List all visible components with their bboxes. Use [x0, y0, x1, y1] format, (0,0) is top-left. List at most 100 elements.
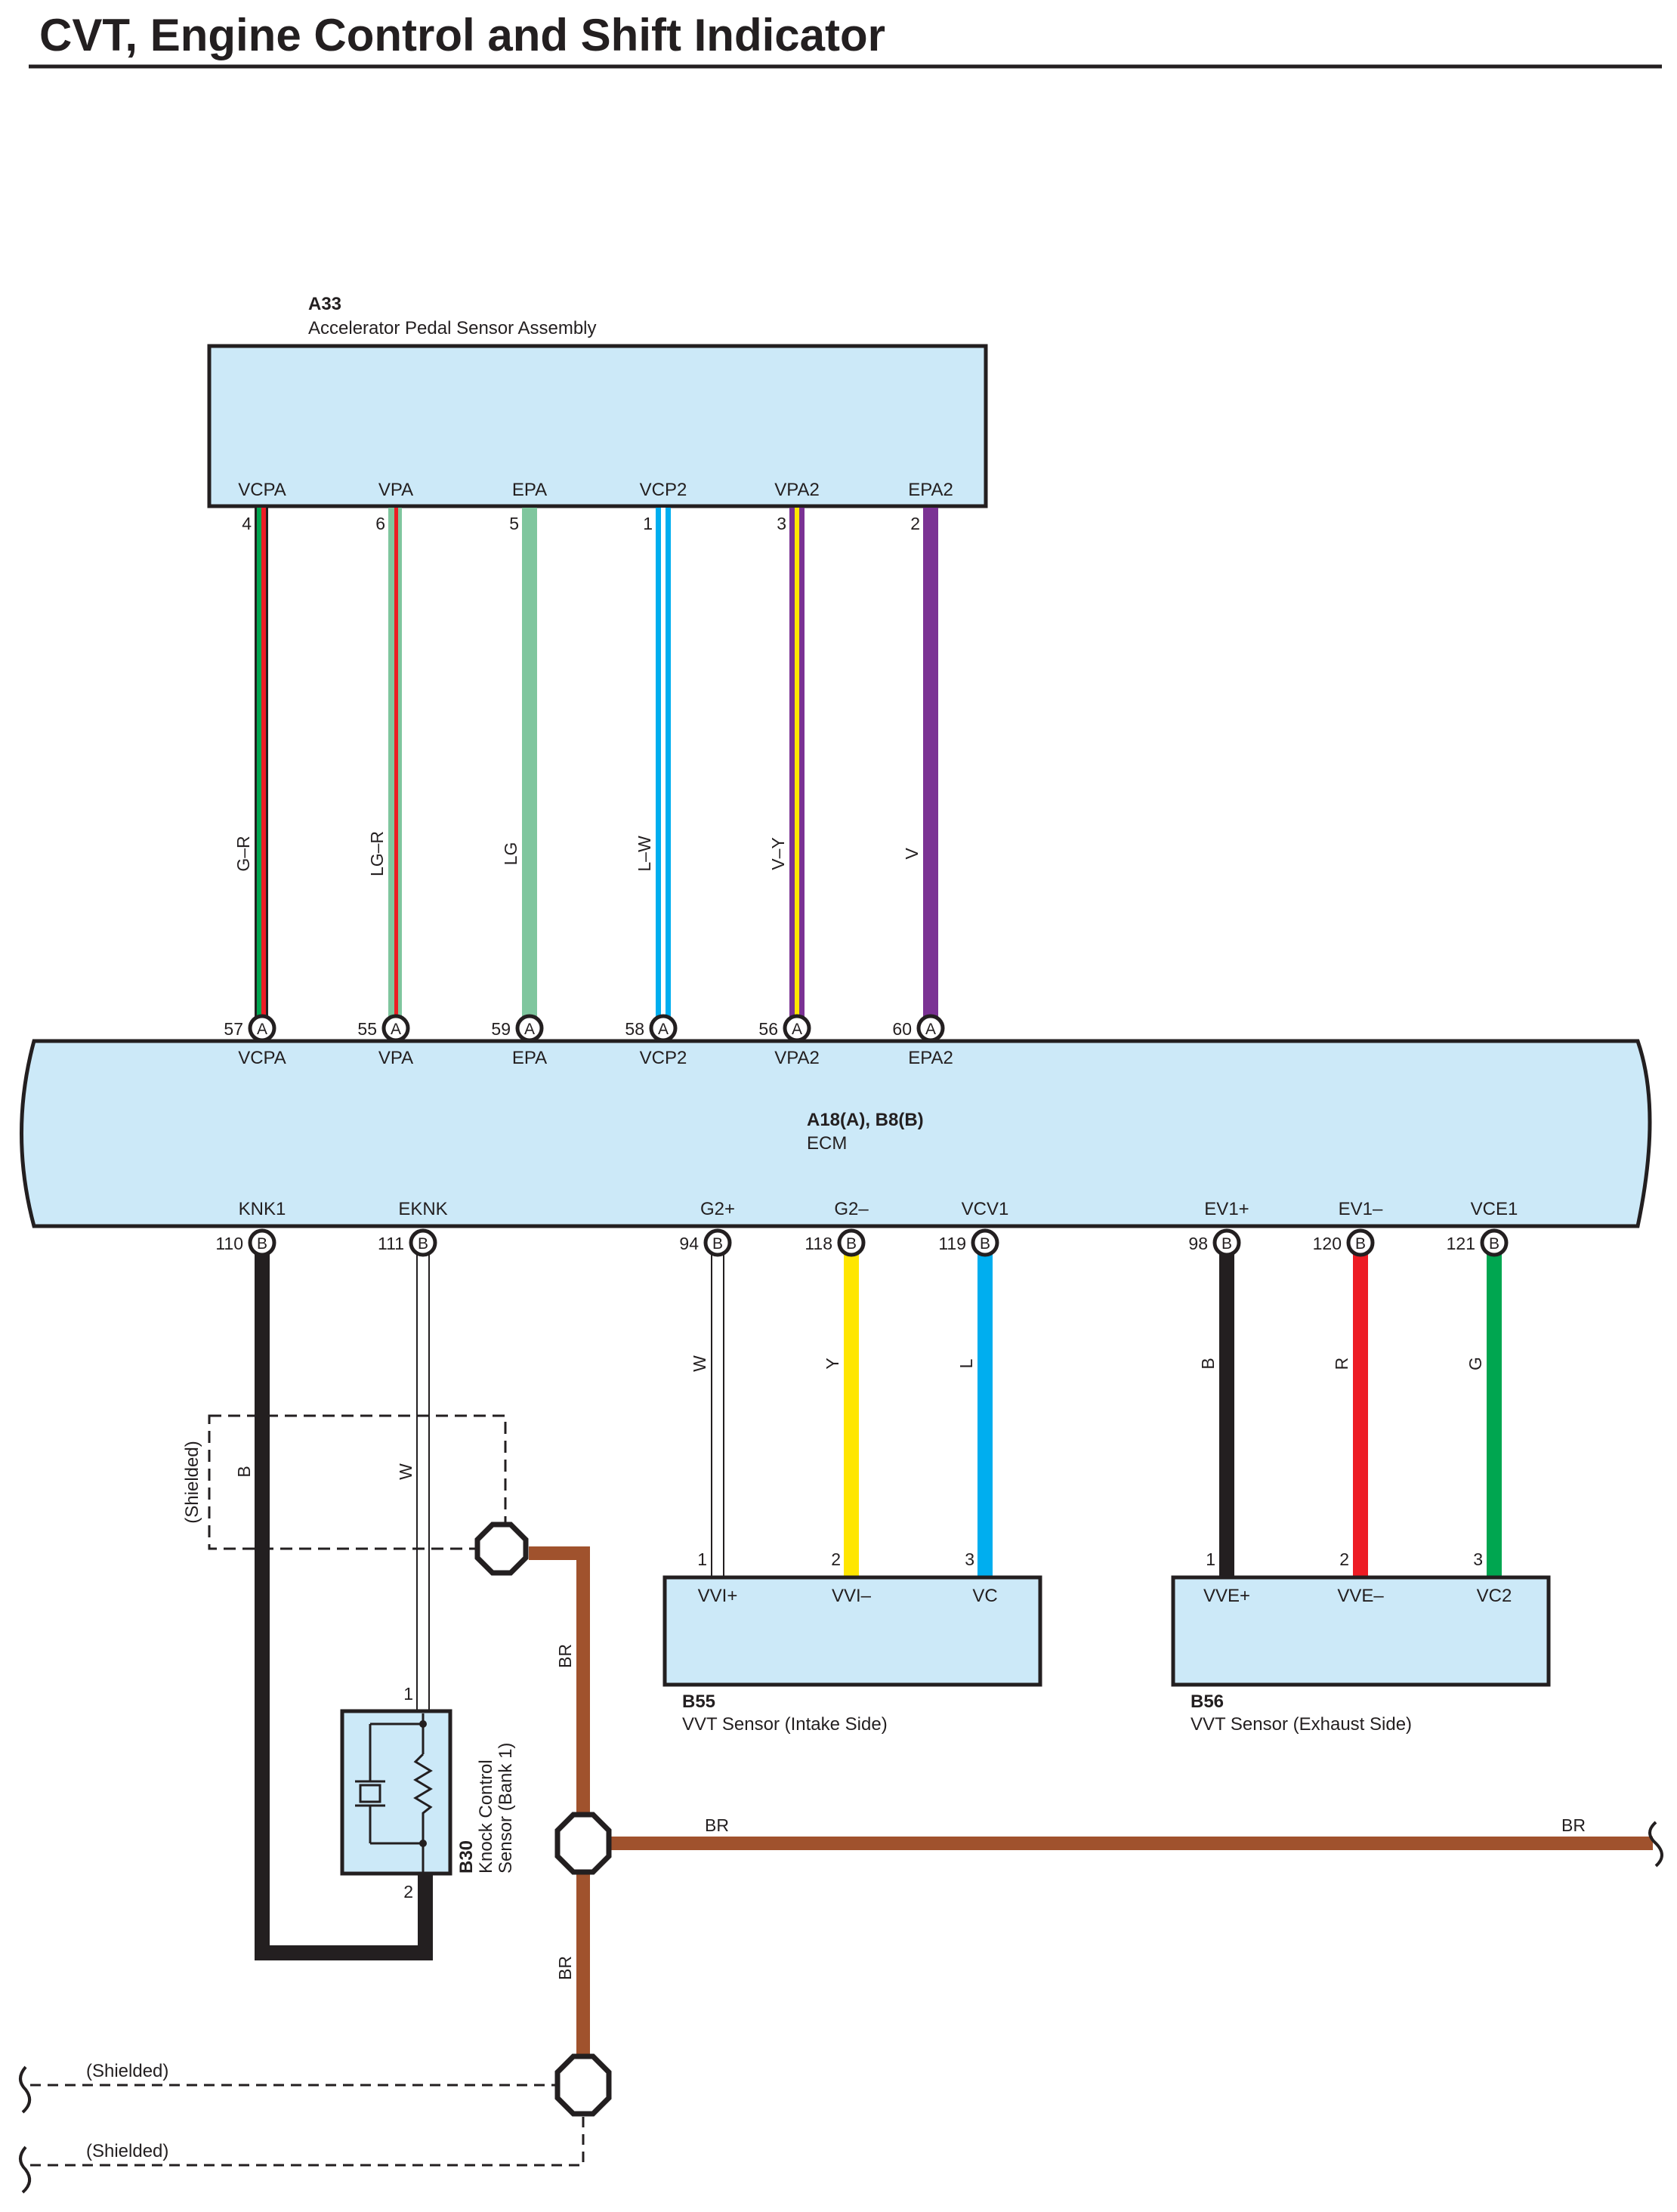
a33-box: [207, 344, 988, 508]
b56-terminal: VC2: [1477, 1586, 1512, 1606]
a33-ecm-wires: 4 6 5 1 3 2 G–R LG–R LG L–W V–Y V: [233, 508, 938, 1018]
a33-pin: 5: [509, 514, 519, 533]
b55-code: B55: [682, 1691, 715, 1712]
b30-box: [340, 1709, 452, 1876]
b55-terminal: VC: [972, 1586, 997, 1606]
wire-color-label: W: [396, 1463, 415, 1480]
ecm-pin: 121: [1447, 1234, 1475, 1253]
a33-pin: 4: [242, 514, 252, 533]
a33-terminal-vpa2: VPA2: [774, 480, 820, 500]
b55-pin: 2: [831, 1549, 841, 1569]
wire-color-label: BR: [1561, 1815, 1586, 1835]
wire-color-label: BR: [555, 1956, 575, 1980]
wire-ev1-plus-b: [1219, 1253, 1234, 1577]
svg-text:A: A: [257, 1021, 267, 1038]
ecm-terminal-knk1: KNK1: [239, 1199, 286, 1219]
wire-color-label: W: [690, 1355, 709, 1372]
wire-color-label: BR: [555, 1644, 575, 1668]
svg-text:B: B: [1489, 1235, 1499, 1253]
wire-knk1-b: [255, 1253, 433, 1960]
svg-text:B: B: [846, 1235, 857, 1253]
splice-point: [554, 2053, 612, 2117]
a33-terminal-epa2: EPA2: [908, 480, 953, 500]
wire-color-label: BR: [705, 1815, 729, 1835]
ecm-bottom-connectors: B 110 B 111 B 94 B 118 B 119 B 98: [215, 1228, 1509, 1257]
ecm-component: A18(A), B8(B) ECM VCPA VPA EPA VCP2 VPA2…: [20, 1039, 1652, 1228]
off-page-break: [1648, 1821, 1663, 1868]
b56-pin: 3: [1473, 1549, 1483, 1569]
svg-text:B: B: [712, 1235, 723, 1253]
connector-marker: B 111: [378, 1228, 437, 1257]
connector-marker: A 57: [224, 1014, 276, 1043]
b56-wires: B R G: [1198, 1253, 1502, 1577]
ecm-pin: 111: [378, 1234, 404, 1253]
ecm-code: A18(A), B8(B): [807, 1110, 924, 1130]
a33-pin: 3: [777, 514, 786, 533]
ecm-pin: 57: [224, 1019, 243, 1039]
connector-marker: B 119: [938, 1228, 999, 1257]
wire-vce1-g: [1487, 1253, 1502, 1577]
connector-marker: B 94: [679, 1228, 732, 1257]
ecm-pin: 56: [758, 1019, 778, 1039]
b56-box: [1171, 1575, 1551, 1687]
b56-code: B56: [1191, 1691, 1224, 1712]
ecm-pin: 55: [357, 1019, 377, 1039]
b30-name-line1: Knock Control: [476, 1759, 496, 1874]
b56-terminal: VVE–: [1337, 1586, 1384, 1606]
a33-code: A33: [308, 294, 341, 314]
b55-wires: W Y L: [690, 1253, 993, 1577]
svg-text:A: A: [792, 1021, 802, 1038]
wire-eknk-w: [416, 1253, 430, 1713]
ecm-pin: 59: [491, 1019, 511, 1039]
wire-color-label: LG–R: [367, 831, 387, 876]
b55-terminal: VVI–: [832, 1586, 872, 1606]
connector-marker: B 110: [215, 1228, 276, 1257]
connector-marker: A 58: [625, 1014, 678, 1043]
b55-component: 1 2 3 VVI+ VVI– VC B55 VVT Sensor (Intak…: [662, 1549, 1042, 1735]
svg-text:B: B: [1355, 1235, 1366, 1253]
wire-vcpa-g-r: [255, 508, 268, 1018]
wire-color-label: G: [1465, 1357, 1485, 1370]
ecm-pin: 118: [805, 1234, 832, 1253]
shield-label: (Shielded): [86, 2141, 168, 2161]
svg-text:A: A: [524, 1021, 535, 1038]
connector-marker: B 120: [1313, 1228, 1375, 1257]
b56-pin: 2: [1339, 1549, 1349, 1569]
ecm-terminal-vpa2: VPA2: [774, 1048, 820, 1068]
connector-marker: A 56: [758, 1014, 811, 1043]
wire-vpa-lg-r: [388, 508, 402, 1018]
ecm-terminal-ev1-minus: EV1–: [1339, 1199, 1383, 1219]
wire-g2-minus-y: [844, 1253, 859, 1577]
svg-text:A: A: [391, 1021, 401, 1038]
ecm-terminal-vcpa: VCPA: [238, 1048, 286, 1068]
wire-color-label: L: [956, 1358, 976, 1368]
svg-text:B: B: [1221, 1235, 1232, 1253]
a33-terminal-vpa: VPA: [378, 480, 413, 500]
wire-color-label: LG: [501, 842, 520, 866]
shield-box: [208, 1414, 507, 1550]
b55-pin: 1: [697, 1549, 707, 1569]
splice-point: [474, 1522, 529, 1576]
ground-wires-br: BR BR BR BR: [529, 1546, 1653, 2085]
shield-label: (Shielded): [182, 1441, 202, 1523]
b55-pin: 3: [965, 1549, 974, 1569]
svg-text:A: A: [658, 1021, 669, 1038]
lower-shield-leads: (Shielded) (Shielded): [19, 2061, 585, 2194]
ecm-terminal-epa: EPA: [512, 1048, 547, 1068]
ecm-pin: 58: [625, 1019, 644, 1039]
a33-pin: 1: [643, 514, 653, 533]
b56-terminal: VVE+: [1203, 1586, 1250, 1606]
b55-terminal: VVI+: [698, 1586, 738, 1606]
a33-name: Accelerator Pedal Sensor Assembly: [308, 318, 597, 338]
connector-marker: A 60: [892, 1014, 945, 1043]
ecm-pin: 110: [215, 1234, 243, 1253]
b55-name: VVT Sensor (Intake Side): [682, 1714, 888, 1735]
wire-color-label: G–R: [233, 836, 253, 871]
b30-pin-bottom: 2: [403, 1882, 413, 1902]
wire-vcp2-l-w: [656, 508, 671, 1018]
b30-code: B30: [456, 1840, 477, 1874]
ecm-terminal-vpa: VPA: [378, 1048, 413, 1068]
b55-box: [662, 1575, 1042, 1687]
wire-vcv1-l: [977, 1253, 993, 1577]
wire-color-label: V–Y: [768, 837, 788, 870]
